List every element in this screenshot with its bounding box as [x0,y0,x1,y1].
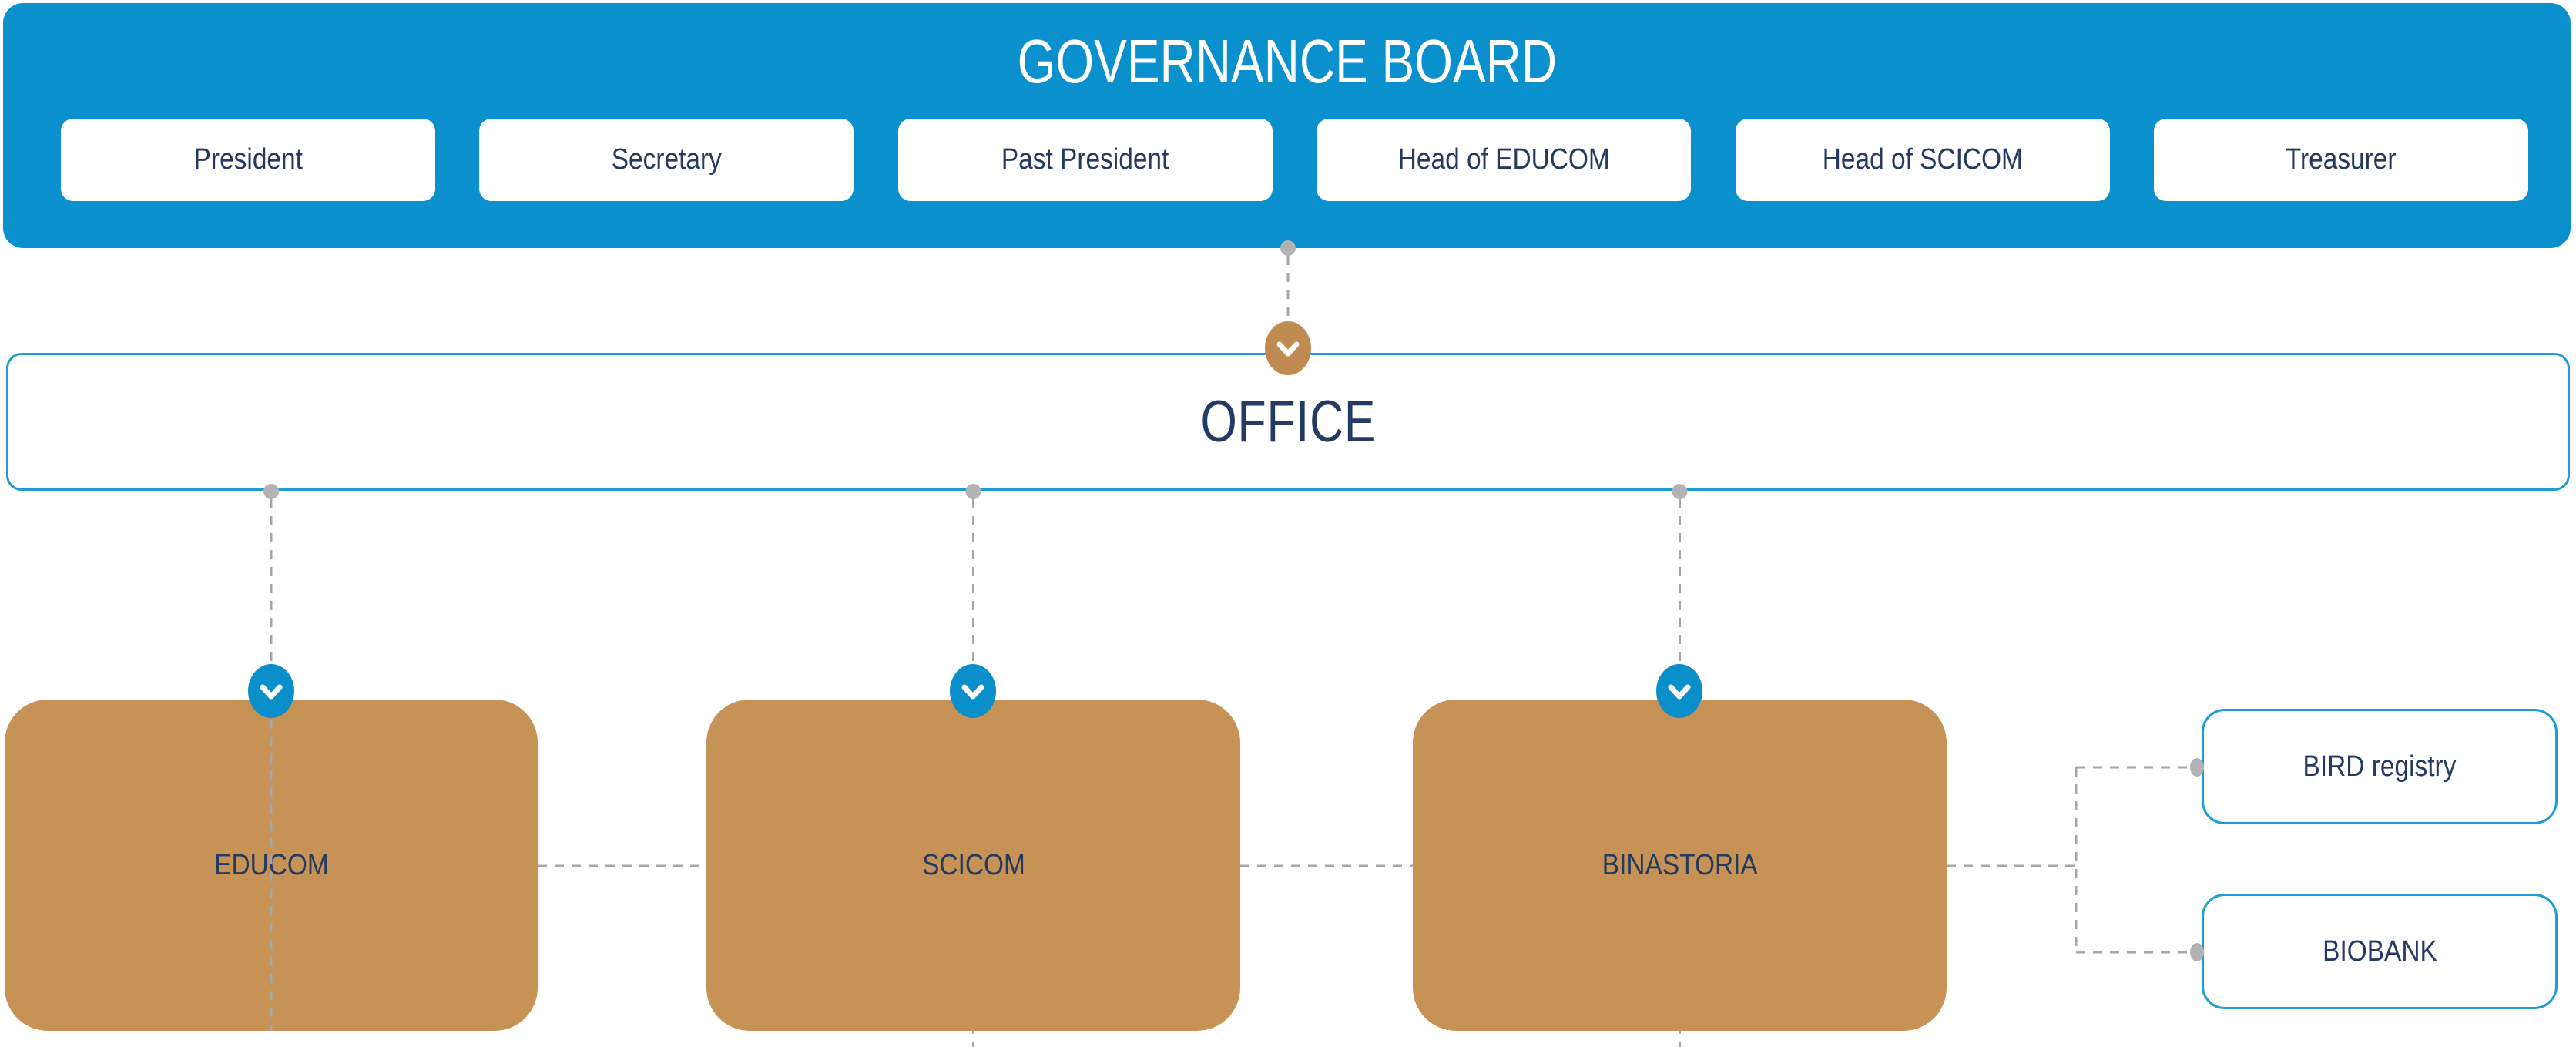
satellite-box-bird-registry: BIRD registry [2202,709,2558,824]
role-box-treasurer: Treasurer [2154,119,2528,201]
chevron-down-icon [1656,664,1702,718]
expand-toggle-educom[interactable] [247,663,295,719]
expand-toggle-scicom[interactable] [949,663,997,719]
chevron-down-icon [1265,321,1311,375]
role-box-secretary: Secretary [479,119,854,201]
unit-box-scicom: SCICOM [706,700,1240,1031]
role-box-head-educom: Head of EDUCOM [1317,119,1691,201]
office-label: OFFICE [1200,389,1376,455]
unit-box-binastoria: BINASTORIA [1413,700,1947,1031]
unit-box-educom: EDUCOM [5,700,538,1031]
chevron-down-icon [950,664,996,718]
governance-board-banner: GOVERNANCE BOARD President Secretary Pas… [3,3,2571,248]
role-box-past-president: Past President [898,119,1273,201]
chevron-down-icon [248,664,294,718]
role-box-head-scicom: Head of SCICOM [1736,119,2110,201]
expand-toggle-binastoria[interactable] [1655,663,1703,719]
role-box-president: President [61,119,435,201]
governance-board-title: GOVERNANCE BOARD [1017,27,1557,96]
expand-toggle-office[interactable] [1264,320,1312,376]
satellite-box-biobank: BIOBANK [2202,894,2558,1009]
office-box: OFFICE [6,353,2570,491]
